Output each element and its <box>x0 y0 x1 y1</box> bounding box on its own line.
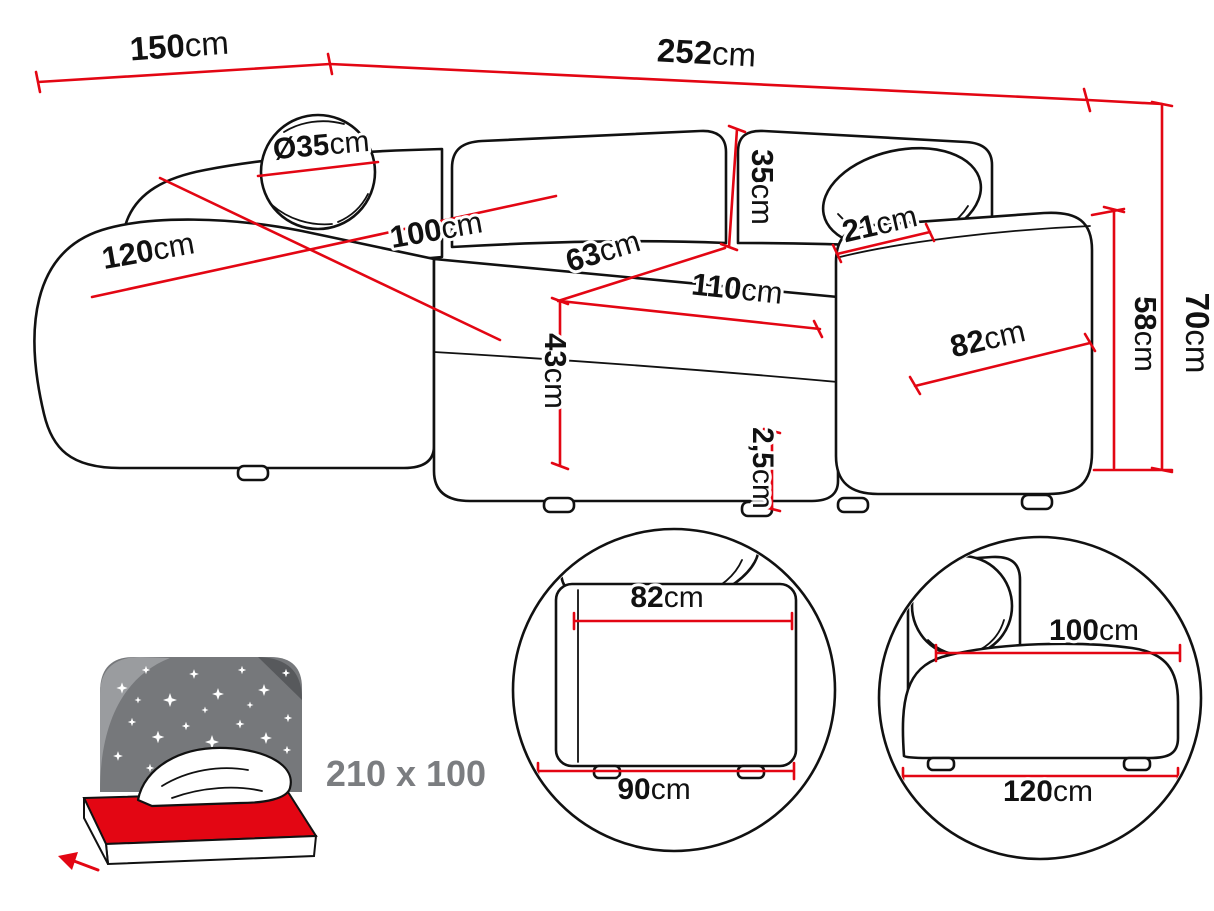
leg <box>836 496 870 514</box>
dim-label-depth: 150cm <box>128 24 229 68</box>
bed-unfold-arrowhead <box>58 852 78 870</box>
detail-front-view: 82cm 90cm <box>511 527 837 853</box>
dim-label-back-cushion-height: 35cm <box>745 149 780 225</box>
dim-label-side-100: 100cm <box>1049 614 1139 647</box>
leg <box>542 496 576 514</box>
detail-side-view: 100cm 120cm <box>877 535 1203 861</box>
dim-line-120 <box>158 176 502 342</box>
sofa-main-drawing <box>33 113 1094 518</box>
dim-label-width: 252cm <box>656 31 757 73</box>
round-pillow <box>259 113 377 231</box>
dim-line-43 <box>550 296 570 471</box>
dim-label-pillow-diameter: Ø35cm <box>272 125 371 166</box>
back-cushion-left <box>450 129 728 249</box>
armrest-top-edge <box>839 225 1091 258</box>
sleeping-area-label: 210 x 100 <box>326 753 486 794</box>
detail-side-seat <box>901 642 1180 760</box>
detail-front-content: 82cm 90cm <box>536 531 798 809</box>
dim-label-front-90: 90cm <box>617 773 690 806</box>
dim-line-110 <box>558 299 824 339</box>
detail-side-bolster <box>910 554 1014 658</box>
detail-side-foot <box>926 756 956 772</box>
dim-label-seat-width: 110cm <box>690 266 785 310</box>
leg <box>1020 493 1054 511</box>
dim-label-leg-height: 2,5cm <box>746 427 779 509</box>
dim-line-252 <box>328 62 1164 113</box>
dim-label-chaise-width: 120cm <box>99 225 197 276</box>
dimension-labels-main: 150cm 252cm 70cm 58cm Ø35cm 35cm 63cm 11… <box>96 21 1214 512</box>
sleeping-function-icon: 210 x 100 <box>58 657 489 872</box>
dim-label-total-height: 70cm <box>1179 293 1214 374</box>
armrest-outline <box>834 211 1094 496</box>
bed-headboard-corner-fold <box>258 657 302 700</box>
round-pillow-crease <box>271 120 369 226</box>
seat-front-edge <box>433 351 839 383</box>
dim-line-63 <box>556 246 727 303</box>
dim-line-pillow-diameter <box>256 160 380 178</box>
dim-line-side-100 <box>934 643 1182 663</box>
detail-side-foot <box>1122 756 1152 772</box>
dimension-lines-main <box>34 52 1174 513</box>
detail-front-module <box>554 582 798 768</box>
dim-label-seat-height: 43cm <box>538 333 573 409</box>
bed-headboard-swoosh <box>100 657 170 792</box>
dim-label-armrest-height: 58cm <box>1128 296 1163 372</box>
dim-line-100 <box>90 194 558 299</box>
sofa-legs <box>236 464 1054 518</box>
bed-duvet <box>136 746 292 808</box>
dim-line-leg-height <box>762 427 782 513</box>
dim-line-58 <box>1090 205 1126 470</box>
dim-line-21 <box>831 222 936 264</box>
bed-base-left <box>83 797 109 865</box>
detail-side-content: 100cm 120cm <box>901 554 1182 811</box>
leg <box>236 464 270 482</box>
dim-line-front-82 <box>572 611 794 631</box>
dim-line-70 <box>1092 100 1174 474</box>
bed-duvet-folds <box>161 767 263 799</box>
chaise-seat-outline <box>33 218 436 470</box>
dim-line-35 <box>719 124 747 252</box>
bed-unfold-arrow <box>72 859 100 872</box>
dim-label-side-120: 120cm <box>1003 775 1093 808</box>
dim-line-82 <box>908 332 1097 396</box>
dim-label-front-82: 82cm <box>630 581 703 614</box>
